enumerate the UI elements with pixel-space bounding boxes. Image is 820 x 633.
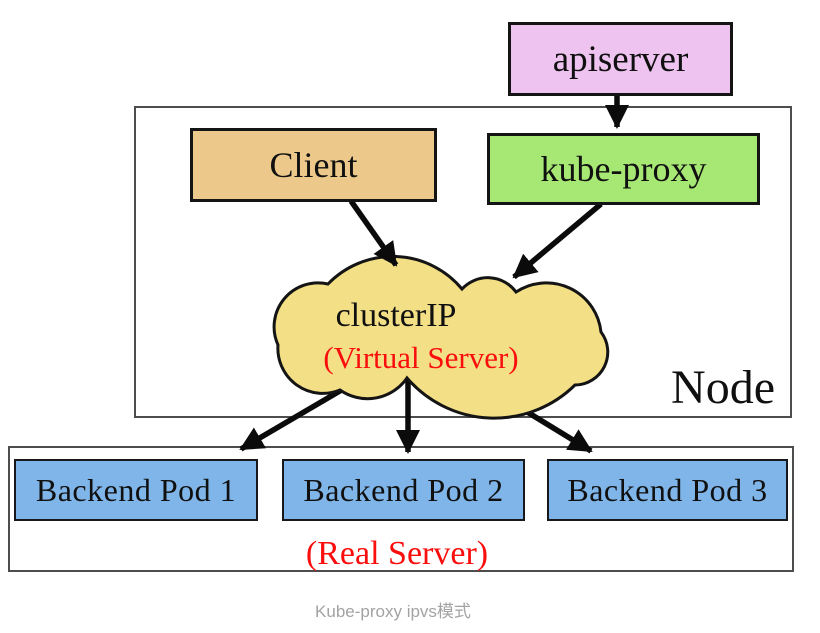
kube-proxy-label: kube-proxy: [540, 149, 707, 189]
apiserver-label: apiserver: [552, 38, 689, 80]
kube-proxy-box: kube-proxy: [487, 133, 760, 205]
apiserver-box: apiserver: [508, 22, 733, 96]
backend-pod-2-box: Backend Pod 2: [282, 459, 525, 521]
real-server-label: (Real Server): [305, 535, 489, 572]
backend-pod-3-label: Backend Pod 3: [567, 471, 768, 508]
diagram-caption: Kube-proxy ipvs模式: [315, 602, 471, 621]
node-label: Node: [671, 361, 775, 414]
arrow-kubeproxy-to-cloud: [512, 201, 603, 280]
client-box: Client: [190, 128, 437, 202]
backend-pod-3-box: Backend Pod 3: [547, 459, 788, 521]
backend-pod-1-box: Backend Pod 1: [14, 459, 258, 521]
arrow-client-to-cloud: [348, 199, 399, 267]
node-container-box: [134, 106, 792, 418]
cluster-ip-cloud: [272, 255, 610, 420]
virtual-server-label: (Virtual Server): [323, 340, 519, 375]
backend-pod-1-label: Backend Pod 1: [35, 471, 237, 508]
client-label: Client: [269, 145, 358, 185]
cluster-ip-label: clusterIP: [335, 297, 457, 334]
backend-pod-2-label: Backend Pod 2: [303, 471, 504, 508]
